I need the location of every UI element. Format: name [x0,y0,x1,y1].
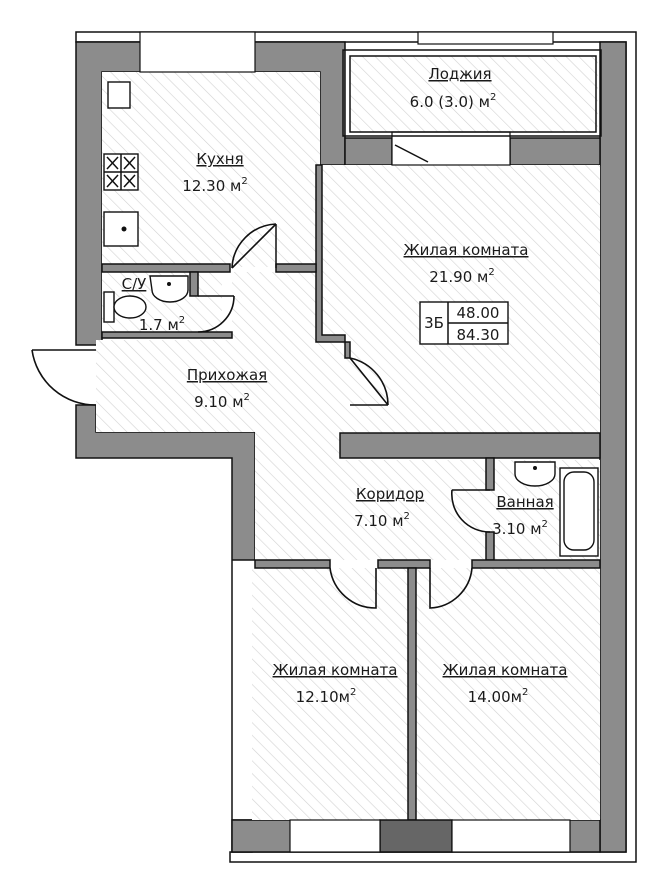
summary-living-area: 48.00 [457,304,500,322]
loggia-area: 6.0 (3.0) м [410,93,490,111]
loggia-name: Лоджия [428,65,491,83]
svg-text:12.30 м2: 12.30 м2 [182,176,247,195]
living-left-area: 12.10м [296,688,350,706]
bathroom-area: 3.10 м [492,520,541,538]
kitchen-name: Кухня [196,150,243,168]
room-right-door [429,567,473,609]
living-big-area: 21.90 м [429,268,488,286]
living-window-bottom-right [451,819,571,853]
living-right-name: Жилая комната [443,661,568,679]
loggia-window [417,31,554,45]
loggia-floor [350,56,598,132]
loggia-frame [342,49,602,137]
kitchen-area: 12.30 м [182,177,241,195]
wc-name: С/У [122,275,147,293]
kitchen-window [139,31,256,73]
summary-total-area: 84.30 [457,326,500,344]
room-left-door [329,567,377,609]
summary-rooms-label: 3Б [424,314,444,332]
sup-unit: 2 [179,315,185,326]
room-labels: Лоджия 6.0 (3.0) м2 Кухня 12.30 м2 Жилая… [122,65,568,706]
summary-box: 3Б 48.00 84.30 [419,301,509,345]
living-left-name: Жилая комната [273,661,398,679]
living-left-floor [252,568,408,820]
living-door [349,357,389,406]
hallway-name: Прихожая [187,366,267,384]
sup-unit: 2 [241,176,247,187]
kitchen-sink-icon [103,211,139,247]
interior-walls [101,164,601,853]
doors [31,223,491,609]
svg-text:14.00м2: 14.00м2 [468,687,529,706]
living-window-bottom-left [289,819,381,853]
bathroom-name: Ванная [496,493,553,511]
sup-unit: 2 [490,92,496,103]
bathtub-icon [559,467,599,557]
svg-text:7.10 м2: 7.10 м2 [354,511,410,530]
svg-text:21.90 м2: 21.90 м2 [429,267,494,286]
living-right-floor [416,568,600,820]
living-big-floor [320,165,600,433]
corridor-area: 7.10 м [354,512,403,530]
sup-unit: 2 [522,687,528,698]
svg-text:6.0 (3.0) м2: 6.0 (3.0) м2 [410,92,497,111]
svg-text:1.7 м2: 1.7 м2 [139,315,185,334]
windows [139,31,571,853]
svg-text:12.10м2: 12.10м2 [296,687,357,706]
sup-unit: 2 [542,519,548,530]
corridor-floor [255,460,490,560]
corridor-name: Коридор [356,485,424,503]
wc-door [197,295,235,333]
stove-icon [103,153,139,191]
living-right-area: 14.00м [468,688,522,706]
svg-text:3.10 м2: 3.10 м2 [492,519,548,538]
sup-unit: 2 [488,267,494,278]
fixtures [103,81,599,557]
kitchen-door [231,223,277,269]
bath-door [451,489,491,533]
bath-sink-icon [514,461,556,487]
sup-unit: 2 [404,511,410,522]
toilet-icon [103,291,147,323]
floors [96,56,600,820]
hallway-area: 9.10 м [194,393,243,411]
sup-unit: 2 [244,392,250,403]
wc-area: 1.7 м [139,316,179,334]
entrance-door [31,349,97,406]
sup-unit: 2 [350,687,356,698]
svg-text:9.10 м2: 9.10 м2 [194,392,250,411]
wc-sink-icon [149,275,189,303]
kitchen-cabinet [107,81,131,109]
living-big-name: Жилая комната [404,241,529,259]
balcony-door-window [391,131,511,166]
